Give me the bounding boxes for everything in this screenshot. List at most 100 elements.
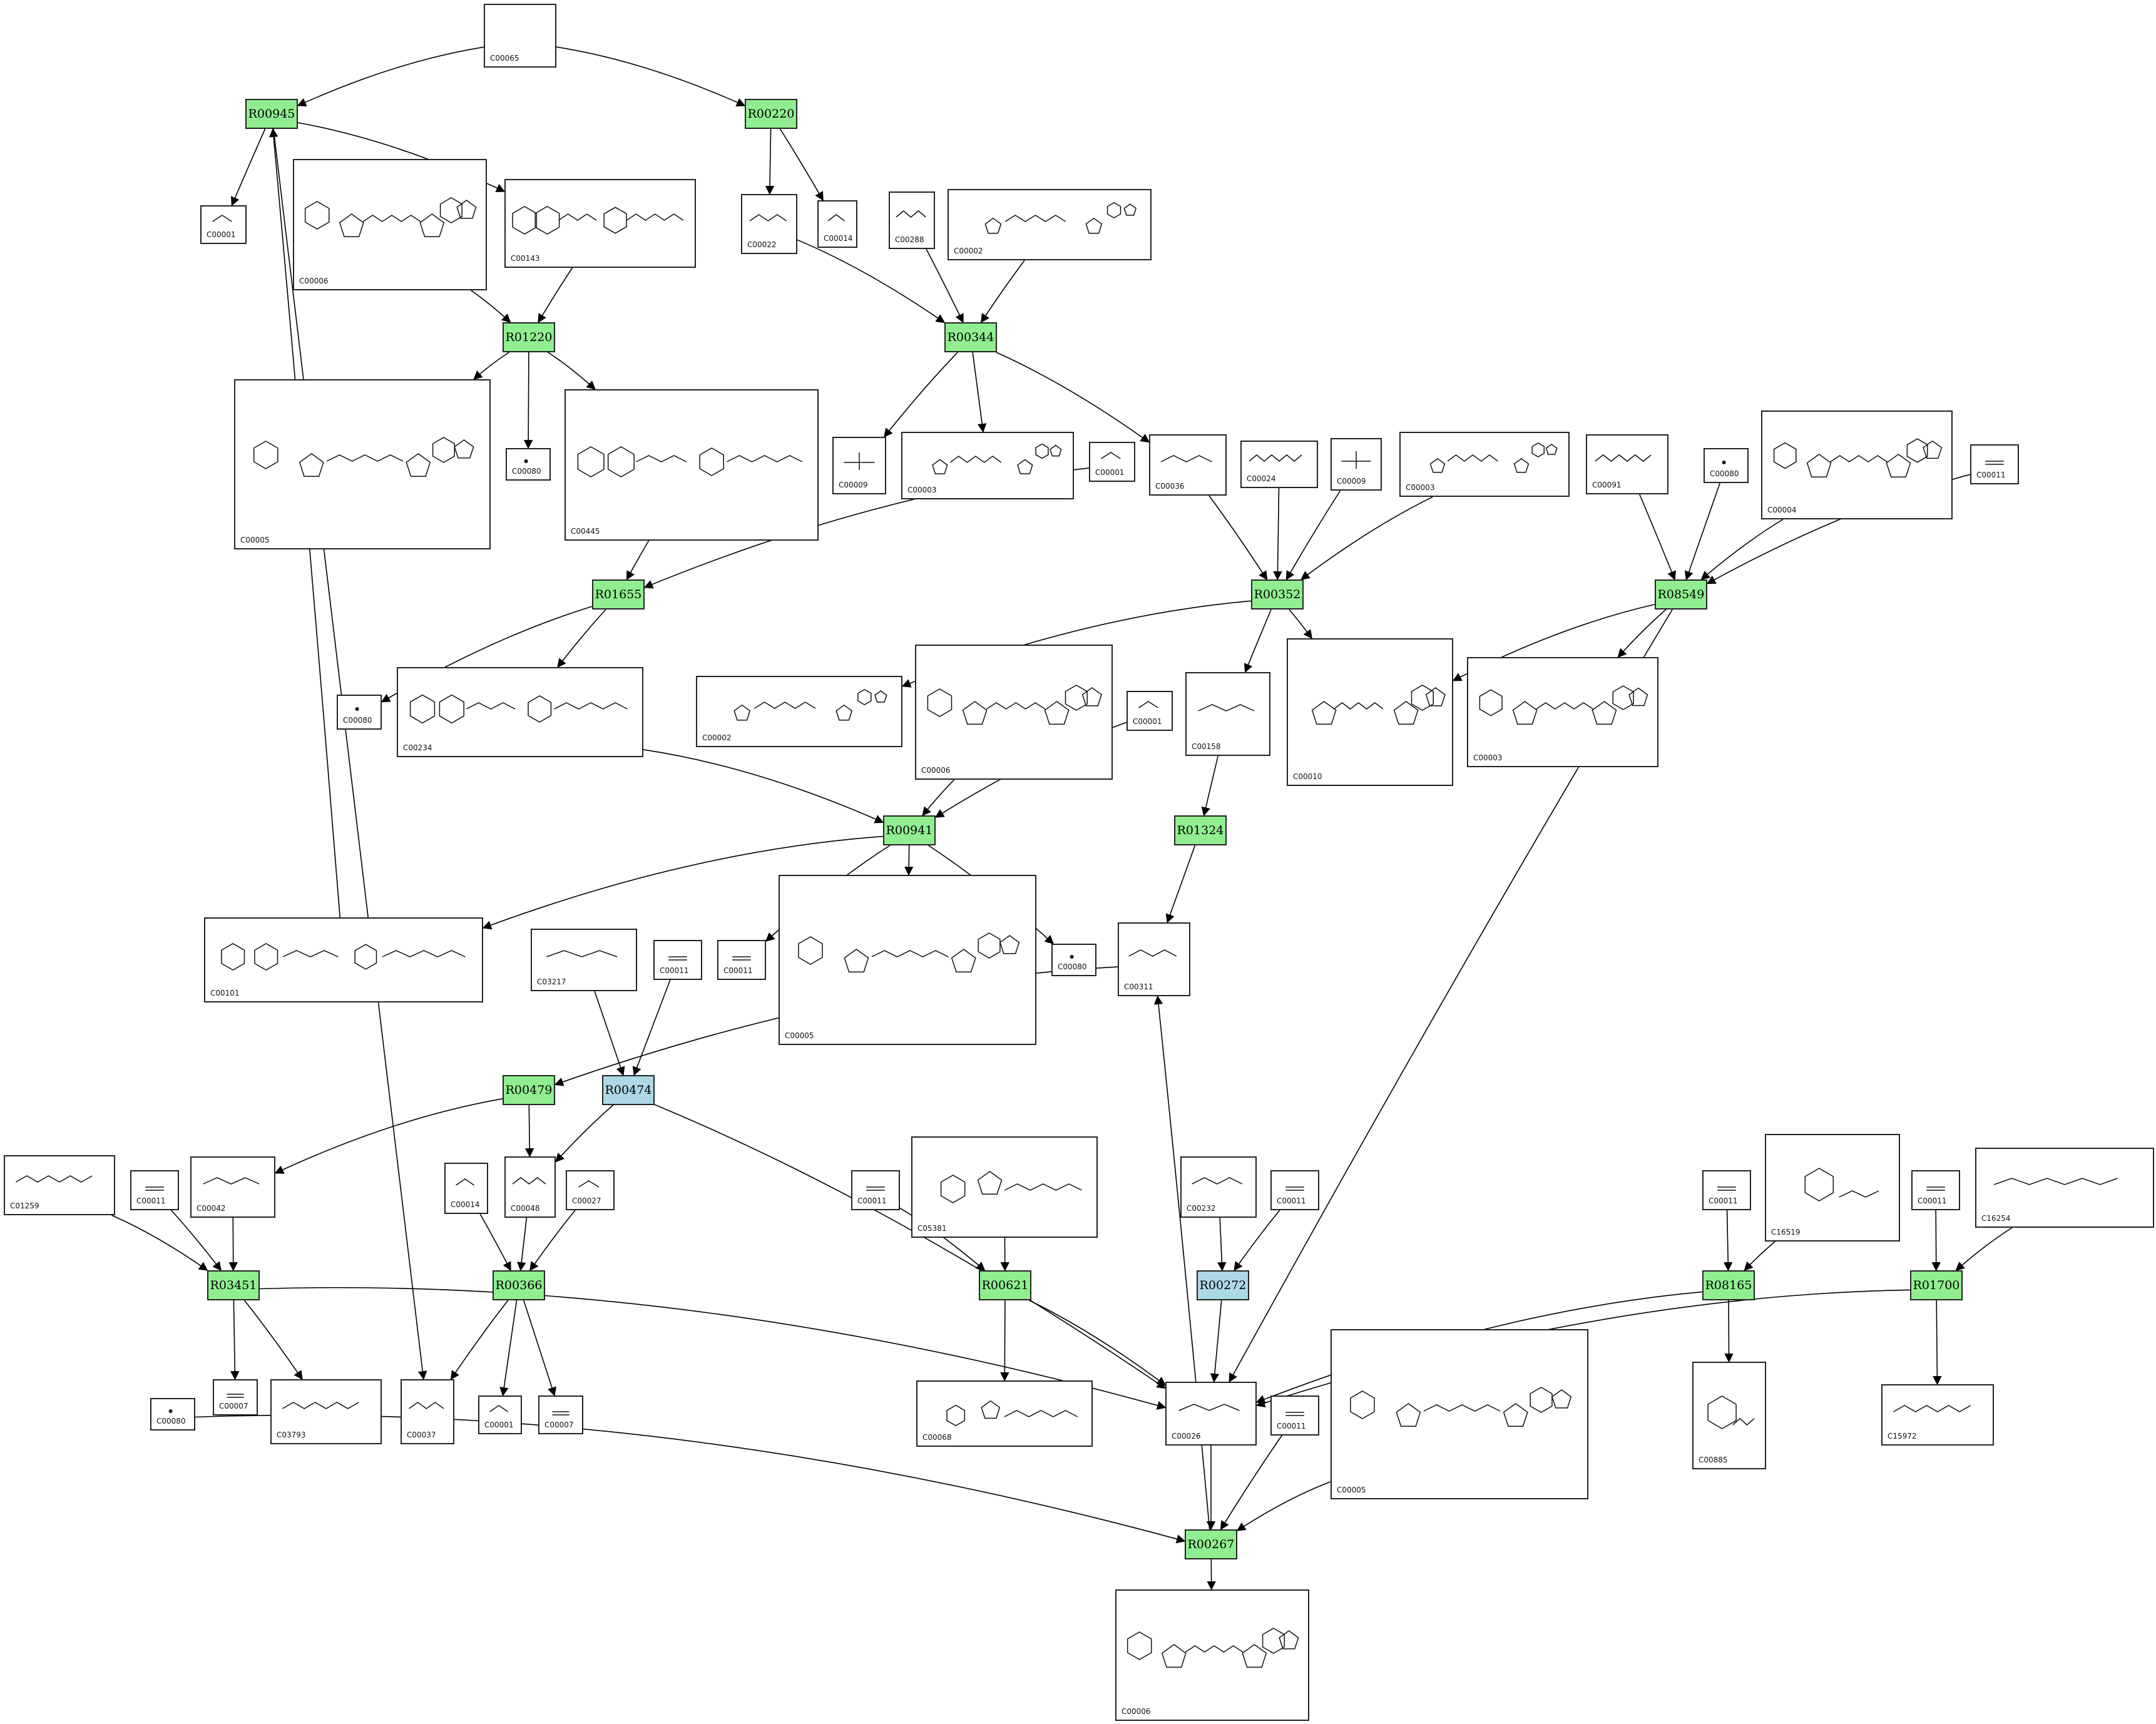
compound-C00001[interactable]: C00001 bbox=[200, 205, 247, 244]
compound-C00011[interactable]: C00011 bbox=[1702, 1170, 1751, 1210]
compound-C00011[interactable]: C00011 bbox=[1970, 444, 2019, 484]
compound-C00003[interactable]: C00003 bbox=[901, 432, 1074, 499]
compound-C00234[interactable]: C00234 bbox=[397, 667, 643, 757]
compound-C00006[interactable]: C00006 bbox=[915, 645, 1113, 780]
compound-C00002[interactable]: C00002 bbox=[948, 189, 1152, 260]
compound-C00158[interactable]: C00158 bbox=[1185, 672, 1270, 756]
structure-sketch bbox=[282, 1402, 359, 1409]
compound-id: C00068 bbox=[922, 1433, 952, 1442]
compound-C00009[interactable]: C00009 bbox=[832, 437, 886, 494]
compound-C00011[interactable]: C00011 bbox=[130, 1170, 179, 1210]
reaction-R00621[interactable]: R00621 bbox=[979, 1270, 1031, 1300]
compound-C00011[interactable]: C00011 bbox=[717, 940, 766, 980]
compound-C00001[interactable]: C00001 bbox=[478, 1395, 522, 1434]
compound-C00024[interactable]: C00024 bbox=[1240, 441, 1318, 488]
compound-C00001[interactable]: C00001 bbox=[1127, 691, 1173, 731]
compound-C00011[interactable]: C00011 bbox=[1270, 1395, 1319, 1436]
compound-C00101[interactable]: C00101 bbox=[204, 917, 483, 1002]
compound-C00036[interactable]: C00036 bbox=[1149, 434, 1227, 496]
compound-C00026[interactable]: C00026 bbox=[1165, 1382, 1257, 1446]
compound-C00009[interactable]: C00009 bbox=[1331, 438, 1382, 491]
reaction-R00945[interactable]: R00945 bbox=[245, 99, 298, 129]
compound-C00311[interactable]: C00311 bbox=[1118, 922, 1190, 996]
structure-sketch bbox=[1350, 1387, 1572, 1427]
compound-C00007[interactable]: C00007 bbox=[213, 1379, 258, 1415]
compound-C00003[interactable]: C00003 bbox=[1467, 657, 1658, 767]
compound-id: C00002 bbox=[954, 247, 983, 255]
compound-C00002[interactable]: C00002 bbox=[696, 676, 902, 747]
compound-C00068[interactable]: C00068 bbox=[916, 1380, 1093, 1447]
edge-n_c16254-R01700 bbox=[1955, 1227, 2013, 1271]
edge-n_c00004-R08549 bbox=[1700, 519, 1784, 580]
compound-C00006[interactable]: C00006 bbox=[1115, 1589, 1309, 1721]
compound-C00005[interactable]: C00005 bbox=[1331, 1329, 1588, 1499]
compound-C00011[interactable]: C00011 bbox=[653, 940, 702, 980]
compound-C15972[interactable]: C15972 bbox=[1881, 1384, 1994, 1446]
compound-C00011[interactable]: C00011 bbox=[1911, 1170, 1960, 1210]
reaction-R00220[interactable]: R00220 bbox=[745, 99, 797, 129]
compound-C00080[interactable]: C00080 bbox=[1704, 448, 1749, 483]
edge-R00352-n_c00158 bbox=[1244, 609, 1272, 673]
compound-C00005[interactable]: C00005 bbox=[779, 875, 1036, 1045]
compound-C00885[interactable]: C00885 bbox=[1692, 1362, 1766, 1469]
reaction-R00272[interactable]: R00272 bbox=[1197, 1270, 1249, 1300]
reaction-R00474[interactable]: R00474 bbox=[602, 1075, 655, 1105]
reaction-R00267[interactable]: R00267 bbox=[1185, 1529, 1237, 1559]
compound-C00014[interactable]: C00014 bbox=[817, 200, 857, 248]
compound-C00005[interactable]: C00005 bbox=[234, 379, 491, 549]
compound-C16519[interactable]: C16519 bbox=[1765, 1134, 1900, 1242]
compound-C03217[interactable]: C03217 bbox=[531, 929, 637, 991]
compound-C00004[interactable]: C00004 bbox=[1761, 411, 1953, 519]
compound-C05381[interactable]: C05381 bbox=[911, 1136, 1098, 1238]
structure-sketch bbox=[1595, 454, 1652, 462]
reaction-R00352[interactable]: R00352 bbox=[1251, 579, 1304, 610]
compound-C00445[interactable]: C00445 bbox=[565, 389, 819, 541]
compound-C00010[interactable]: C00010 bbox=[1287, 638, 1453, 786]
compound-C00022[interactable]: C00022 bbox=[741, 194, 797, 254]
edge-R00366-n_c00007b bbox=[523, 1300, 556, 1397]
compound-C00014[interactable]: C00014 bbox=[444, 1163, 488, 1214]
structure-sketch bbox=[203, 1177, 260, 1185]
compound-C16254[interactable]: C16254 bbox=[1975, 1148, 2154, 1228]
compound-C00080[interactable]: C00080 bbox=[150, 1398, 195, 1431]
reaction-R01220[interactable]: R01220 bbox=[503, 322, 555, 352]
compound-id: C03793 bbox=[277, 1431, 306, 1439]
compound-C00003[interactable]: C00003 bbox=[1399, 432, 1570, 497]
compound-C00006[interactable]: C00006 bbox=[293, 159, 487, 290]
reaction-R08165[interactable]: R08165 bbox=[1702, 1270, 1755, 1300]
compound-C03793[interactable]: C03793 bbox=[270, 1379, 382, 1444]
compound-C00042[interactable]: C00042 bbox=[190, 1156, 275, 1218]
compound-C00011[interactable]: C00011 bbox=[851, 1170, 900, 1210]
compound-id: C00007 bbox=[544, 1421, 574, 1429]
compound-C00091[interactable]: C00091 bbox=[1586, 434, 1668, 494]
reaction-R08549[interactable]: R08549 bbox=[1655, 579, 1707, 610]
structure-sketch bbox=[1707, 1395, 1755, 1429]
reaction-R00479[interactable]: R00479 bbox=[503, 1075, 555, 1105]
compound-C00007[interactable]: C00007 bbox=[538, 1395, 583, 1434]
compound-C00048[interactable]: C00048 bbox=[504, 1156, 556, 1218]
compound-C00232[interactable]: C00232 bbox=[1180, 1156, 1257, 1218]
compound-C00080[interactable]: C00080 bbox=[506, 448, 551, 481]
compound-C01259[interactable]: C01259 bbox=[4, 1155, 115, 1215]
reaction-R03451[interactable]: R03451 bbox=[207, 1270, 260, 1300]
compound-C00037[interactable]: C00037 bbox=[401, 1379, 454, 1444]
compound-C00001[interactable]: C00001 bbox=[1089, 442, 1135, 482]
edge-n_c00022-R00344 bbox=[797, 239, 946, 324]
reaction-R01655[interactable]: R01655 bbox=[592, 579, 645, 610]
compound-C00080[interactable]: C00080 bbox=[337, 695, 382, 730]
reaction-R00366[interactable]: R00366 bbox=[493, 1270, 545, 1300]
compound-C00288[interactable]: C00288 bbox=[889, 191, 935, 249]
compound-C00027[interactable]: C00027 bbox=[566, 1170, 615, 1210]
reaction-R01700[interactable]: R01700 bbox=[1910, 1270, 1963, 1300]
compound-C00065[interactable]: C00065 bbox=[484, 4, 556, 68]
compound-C00080[interactable]: C00080 bbox=[1051, 944, 1096, 976]
reaction-R00941[interactable]: R00941 bbox=[883, 815, 936, 845]
edge-R08549-n_c00003c bbox=[1617, 609, 1667, 658]
reaction-R01324[interactable]: R01324 bbox=[1174, 815, 1227, 845]
reaction-R00344[interactable]: R00344 bbox=[944, 322, 997, 352]
compound-C00011[interactable]: C00011 bbox=[1270, 1170, 1319, 1210]
structure-sketch bbox=[456, 1178, 474, 1186]
compound-C00143[interactable]: C00143 bbox=[504, 179, 696, 268]
compound-id: C00011 bbox=[136, 1196, 166, 1205]
compound-id: C00101 bbox=[210, 989, 240, 997]
